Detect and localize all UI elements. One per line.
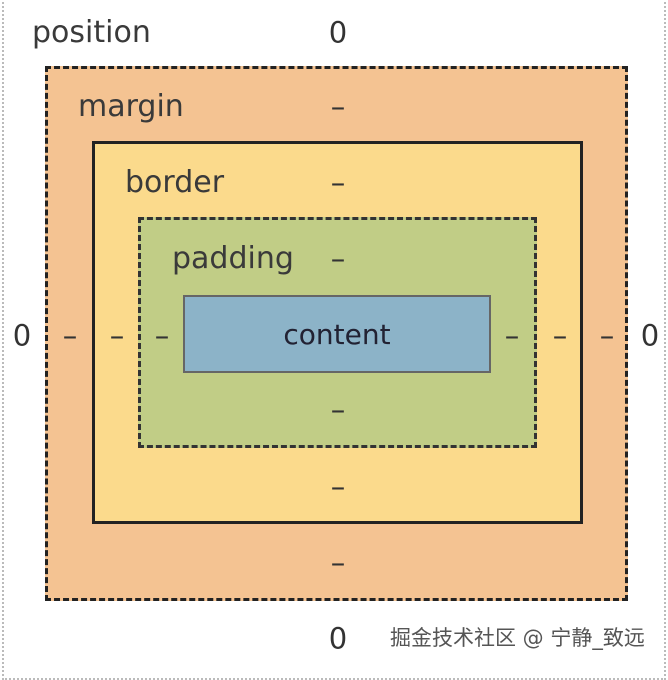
position-left[interactable]: 0 [12, 318, 32, 353]
padding-left[interactable]: – [154, 318, 170, 353]
content-label: content [283, 317, 391, 351]
content-box: content [183, 295, 491, 373]
margin-right[interactable]: – [599, 318, 615, 353]
border-top[interactable]: – [330, 165, 346, 200]
margin-bottom[interactable]: – [330, 545, 346, 580]
position-top[interactable]: 0 [328, 15, 348, 50]
padding-right[interactable]: – [504, 318, 520, 353]
border-bottom[interactable]: – [330, 469, 346, 504]
margin-top[interactable]: – [330, 89, 346, 124]
padding-label: padding [172, 241, 294, 276]
position-label: position [32, 15, 151, 50]
border-left[interactable]: – [109, 318, 125, 353]
padding-top[interactable]: – [330, 241, 346, 276]
position-right[interactable]: 0 [640, 318, 660, 353]
margin-label: margin [78, 89, 184, 124]
border-label: border [125, 165, 225, 200]
border-right[interactable]: – [552, 318, 568, 353]
position-bottom[interactable]: 0 [328, 621, 348, 656]
margin-left[interactable]: – [62, 318, 78, 353]
padding-bottom[interactable]: – [330, 392, 346, 427]
watermark: 掘金技术社区 @ 宁静_致远 [390, 626, 645, 650]
